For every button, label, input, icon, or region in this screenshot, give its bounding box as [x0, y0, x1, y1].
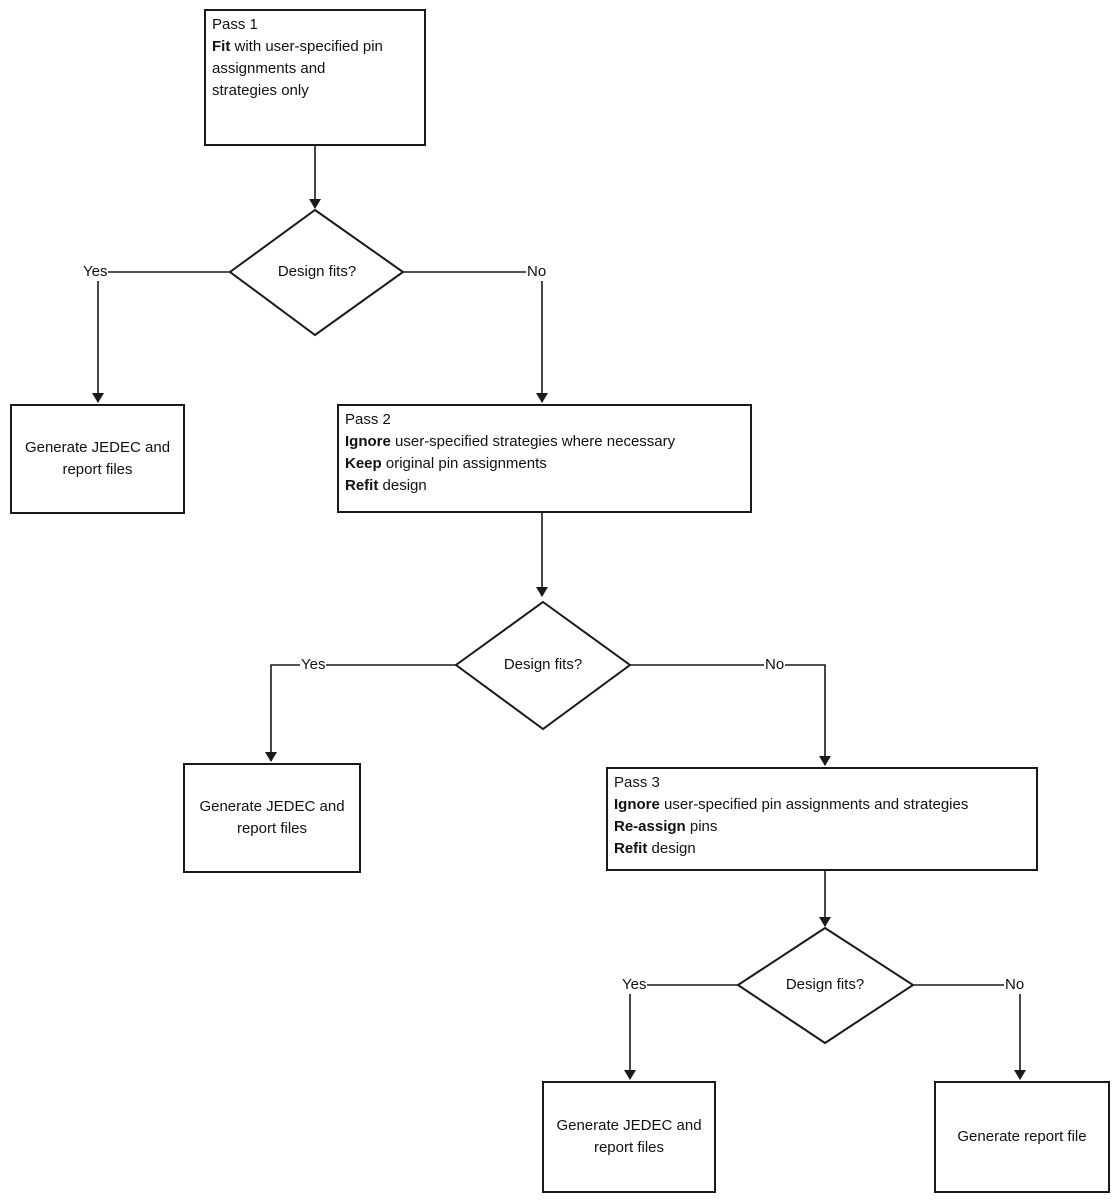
terminal1-box: Generate JEDEC and report files — [10, 404, 185, 514]
decision3-yes-label: Yes — [621, 976, 648, 994]
terminal2-line2: report files — [236, 820, 307, 837]
pass2-heading: Pass 2 — [345, 411, 391, 428]
terminal2-line1: Generate JEDEC and — [199, 798, 345, 815]
decision1-yes-label: Yes — [82, 263, 109, 281]
arrow-decision3-no — [913, 984, 1026, 1080]
terminal3-text: Generate JEDEC and report files — [556, 1115, 701, 1159]
decision3-no-label: No — [1004, 976, 1026, 994]
pass1-line3: strategies only — [212, 82, 309, 99]
pass1-heading: Pass 1 — [212, 16, 258, 33]
pass3-line1-bold: Ignore — [614, 796, 660, 813]
pass3-line1-rest: user-specified pin assignments and strat… — [659, 796, 969, 813]
pass2-line3: Refit design — [345, 475, 744, 497]
pass3-heading: Pass 3 — [614, 774, 660, 791]
pass2-line3-bold: Refit — [345, 477, 379, 494]
pass2-line1-bold: Ignore — [345, 433, 391, 450]
arrow-decision2-yes — [265, 664, 456, 762]
pass2-box: Pass 2 Ignore user-specified strategies … — [337, 404, 752, 513]
arrow-decision3-yes-path — [624, 984, 738, 1080]
terminal1-text: Generate JEDEC and report files — [25, 437, 170, 481]
pass3-line1: Ignore user-specified pin assignments an… — [614, 794, 1030, 816]
decision2-no-label: No — [764, 656, 786, 674]
pass2-line1-rest: user-specified strategies where necessar… — [390, 433, 676, 450]
pass3-line2-rest: pins — [685, 818, 718, 835]
terminal4-box: Generate report file — [934, 1081, 1110, 1193]
decision3-label: Design fits? — [785, 976, 865, 993]
terminal3-line2: report files — [593, 1139, 664, 1156]
pass1-line1-bold: Fit — [212, 38, 231, 55]
pass3-line2-bold: Re-assign — [614, 818, 686, 835]
pass3-box: Pass 3 Ignore user-specified pin assignm… — [606, 767, 1038, 871]
pass2-line2-bold: Keep — [345, 455, 382, 472]
pass2-line2: Keep original pin assignments — [345, 453, 744, 475]
decision2-label: Design fits? — [503, 656, 583, 673]
terminal1-line1: Generate JEDEC and — [24, 439, 171, 456]
pass2-line1: Ignore user-specified strategies where n… — [345, 431, 744, 453]
pass3-line3: Refit design — [614, 838, 1030, 860]
pass1-line2: assignments and — [212, 60, 326, 77]
arrow-decision1-yes — [92, 271, 230, 403]
decision1-diamond — [228, 208, 405, 337]
arrow-decision2-no — [630, 664, 831, 766]
arrow-decision1-no — [403, 271, 548, 403]
pass2-line2-rest: original pin assignments — [381, 455, 547, 472]
terminal2-text: Generate JEDEC and report files — [199, 796, 344, 840]
pass3-line3-bold: Refit — [614, 840, 648, 857]
pass3-line2: Re-assign pins — [614, 816, 1030, 838]
terminal2-box: Generate JEDEC and report files — [183, 763, 361, 873]
decision1-no-label: No — [526, 263, 548, 281]
pass3-line3-rest: design — [647, 840, 696, 857]
decision3-diamond — [736, 926, 915, 1045]
decision1-label: Design fits? — [277, 263, 357, 280]
terminal3-line1: Generate JEDEC and — [556, 1117, 702, 1134]
pass1-line1-rest: with user-specified pin — [230, 38, 383, 55]
terminal4-line1: Generate report file — [957, 1128, 1087, 1145]
pass1-line1: Fit with user-specified pin — [212, 36, 418, 58]
decision2-yes-label: Yes — [300, 656, 327, 674]
terminal1-line2: report files — [62, 461, 133, 478]
terminal3-box: Generate JEDEC and report files — [542, 1081, 716, 1193]
pass2-line3-rest: design — [378, 477, 427, 494]
pass1-box: Pass 1 Fit with user-specified pin assig… — [204, 9, 426, 146]
decision2-diamond — [454, 600, 632, 731]
